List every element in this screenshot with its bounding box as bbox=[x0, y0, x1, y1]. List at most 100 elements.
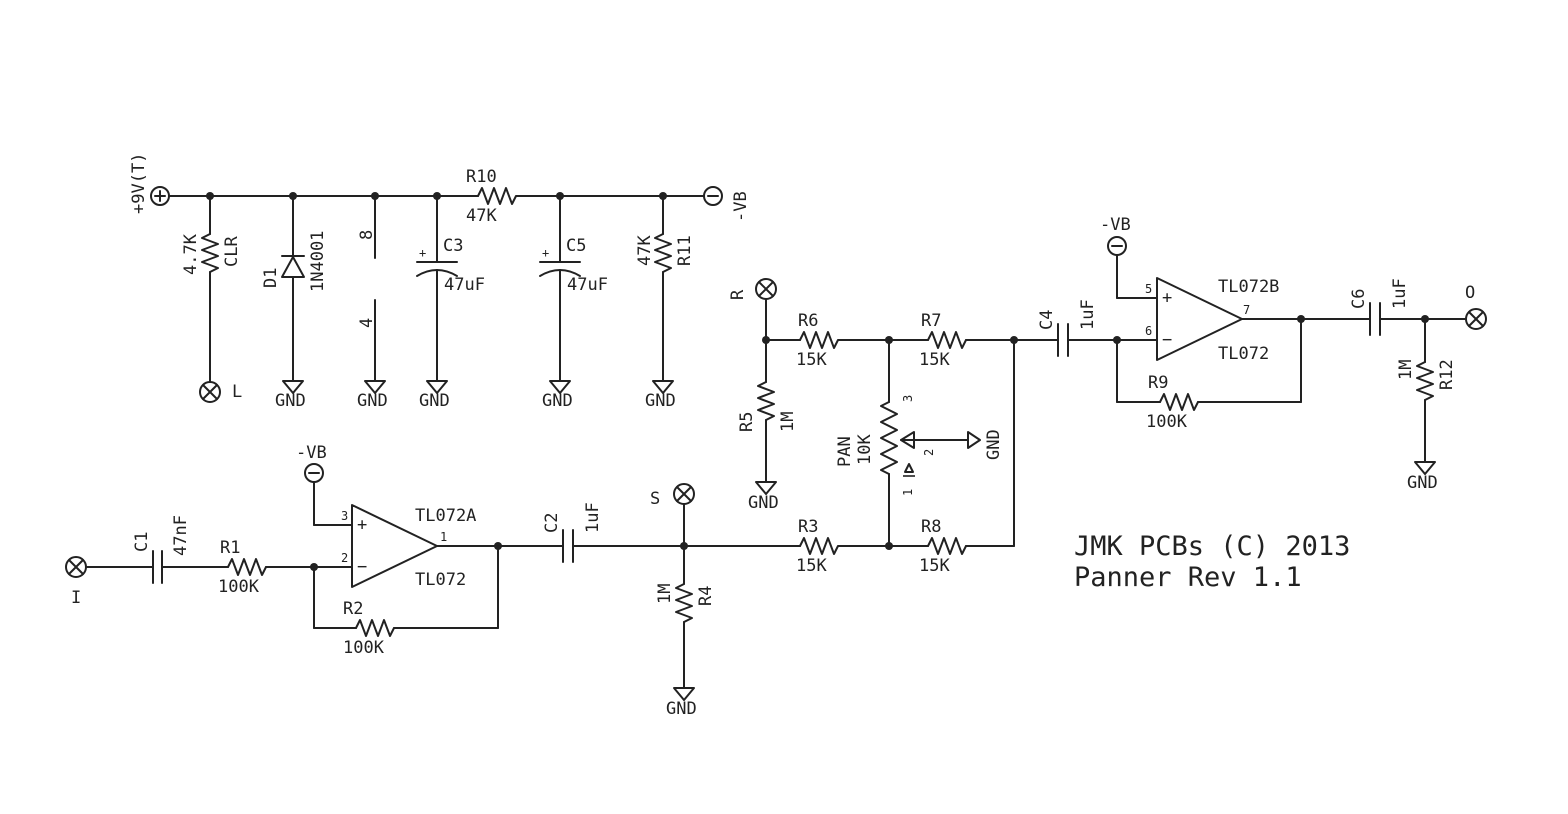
r9-name: R9 bbox=[1148, 373, 1168, 393]
r6-name: R6 bbox=[798, 311, 818, 331]
u1b-pin-plus: 5 bbox=[1145, 282, 1152, 296]
resistor-clr: 4.7K CLR bbox=[181, 195, 242, 383]
u1b-type: TL072 bbox=[1218, 344, 1269, 364]
resistor-r5: R5 1M GND bbox=[737, 339, 798, 513]
r2-name: R2 bbox=[343, 599, 363, 619]
u1a-type: TL072 bbox=[415, 570, 466, 590]
diode-d1: D1 1N4001 GND bbox=[261, 195, 328, 411]
capacitor-c6: C6 1uF bbox=[1349, 278, 1410, 336]
title-line-2: Panner Rev 1.1 bbox=[1074, 562, 1302, 593]
u1b-pin-out: 7 bbox=[1243, 303, 1250, 317]
r5-gnd: GND bbox=[748, 493, 779, 513]
pan-pin-1: 1 bbox=[901, 489, 915, 496]
ic-power-pins: 8 4 GND bbox=[357, 195, 388, 411]
port-o: O bbox=[1465, 283, 1487, 330]
opamp-tl072a: + − 3 2 1 TL072A TL072 bbox=[341, 504, 476, 590]
resistor-r10: R10 47K bbox=[466, 167, 521, 226]
pan-value: 10K bbox=[855, 434, 875, 465]
plus-9v-terminal: +9V(T) bbox=[129, 153, 170, 214]
u1a-pin-plus: 3 bbox=[341, 509, 348, 523]
r3-name: R3 bbox=[798, 517, 818, 537]
r4-value: 1M bbox=[655, 584, 675, 604]
minus-vb-a-label: -VB bbox=[296, 443, 327, 463]
capacitor-c3: + C3 47uF GND bbox=[416, 195, 485, 411]
r7-value: 15K bbox=[919, 350, 950, 370]
opamp-tl072b: + − 5 6 7 TL072B TL072 bbox=[1145, 277, 1279, 364]
c3-name: C3 bbox=[443, 236, 463, 256]
pan-network: R3 15K R8 15K R R6 15K bbox=[728, 278, 1059, 576]
minus-vb-terminal: -VB bbox=[703, 186, 751, 222]
u1b-minus: − bbox=[1162, 330, 1172, 350]
pan-name: PAN bbox=[835, 436, 855, 467]
d1-name: D1 bbox=[261, 268, 281, 288]
port-l-label: L bbox=[232, 382, 242, 402]
r11-gnd: GND bbox=[645, 391, 676, 411]
r10-name: R10 bbox=[466, 167, 497, 187]
r12-gnd: GND bbox=[1407, 473, 1438, 493]
c1-name: C1 bbox=[132, 532, 152, 552]
r2-value: 100K bbox=[343, 638, 385, 658]
c6-name: C6 bbox=[1349, 289, 1369, 309]
resistor-r3: R3 15K bbox=[796, 517, 851, 576]
port-r-label: R bbox=[728, 289, 748, 300]
input-stage: I C1 47nF R1 100K -VB + bbox=[65, 443, 801, 719]
u1a-plus: + bbox=[357, 515, 367, 535]
r7-name: R7 bbox=[921, 311, 941, 331]
title-block: JMK PCBs (C) 2013 Panner Rev 1.1 bbox=[1074, 531, 1350, 593]
r3-value: 15K bbox=[796, 556, 827, 576]
c4-value: 1uF bbox=[1078, 299, 1098, 330]
r10-value: 47K bbox=[466, 206, 497, 226]
resistor-r4: 1M R4 GND bbox=[655, 545, 716, 719]
d1-gnd: GND bbox=[275, 391, 306, 411]
c5-value: 47uF bbox=[567, 275, 608, 295]
minus-vb-label: -VB bbox=[731, 191, 751, 222]
port-l: L bbox=[199, 381, 242, 403]
r4-gnd: GND bbox=[666, 699, 697, 719]
u1b-name: TL072B bbox=[1218, 277, 1279, 297]
resistor-r9: R9 100K bbox=[1116, 318, 1302, 432]
port-o-label: O bbox=[1465, 283, 1475, 303]
c3-gnd: GND bbox=[419, 391, 450, 411]
port-s: S bbox=[650, 483, 695, 547]
r5-value: 1M bbox=[778, 412, 798, 432]
ic-gnd: GND bbox=[357, 391, 388, 411]
c5-gnd: GND bbox=[542, 391, 573, 411]
capacitor-c5: + C5 47uF GND bbox=[539, 195, 608, 411]
r9-value: 100K bbox=[1146, 412, 1188, 432]
ic-pin-8: 8 bbox=[357, 230, 377, 240]
port-r: R bbox=[728, 278, 777, 341]
r6-value: 15K bbox=[796, 350, 827, 370]
r8-value: 15K bbox=[919, 556, 950, 576]
r12-value: 1M bbox=[1396, 360, 1416, 380]
pan-pin-2: 2 bbox=[922, 449, 936, 456]
r1-name: R1 bbox=[220, 538, 240, 558]
r5-name: R5 bbox=[737, 412, 757, 432]
port-i-label: I bbox=[71, 588, 81, 608]
ic-pin-4: 4 bbox=[357, 318, 377, 328]
clr-name: CLR bbox=[222, 236, 242, 267]
u1a-pin-minus: 2 bbox=[341, 551, 348, 565]
resistor-r11: 47K R11 GND bbox=[635, 195, 695, 411]
c5-polarity: + bbox=[542, 246, 549, 260]
pan-gnd: GND bbox=[984, 429, 1004, 460]
r8-name: R8 bbox=[921, 517, 941, 537]
minus-vb-terminal-b: -VB bbox=[1100, 215, 1158, 299]
r12-name: R12 bbox=[1437, 359, 1457, 390]
minus-vb-terminal-a: -VB bbox=[296, 443, 353, 526]
plus-9v-label: +9V(T) bbox=[129, 153, 149, 214]
pan-pin-3: 3 bbox=[901, 395, 915, 402]
minus-vb-b-label: -VB bbox=[1100, 215, 1131, 235]
r11-name: R11 bbox=[675, 235, 695, 266]
u1b-plus: + bbox=[1162, 288, 1172, 308]
u1a-pin-out: 1 bbox=[440, 530, 447, 544]
potentiometer-pan: 3 2 1 PAN 10K GND bbox=[835, 339, 1004, 547]
r4-name: R4 bbox=[696, 586, 716, 606]
c4-name: C4 bbox=[1037, 310, 1057, 330]
title-line-1: JMK PCBs (C) 2013 bbox=[1074, 531, 1350, 562]
port-i: I bbox=[65, 556, 87, 608]
c3-value: 47uF bbox=[444, 275, 485, 295]
capacitor-c4: C4 1uF bbox=[1037, 299, 1098, 357]
output-stage: C4 1uF -VB + − 5 6 7 TL072B TL072 bbox=[1037, 215, 1487, 493]
d1-value: 1N4001 bbox=[308, 231, 328, 292]
